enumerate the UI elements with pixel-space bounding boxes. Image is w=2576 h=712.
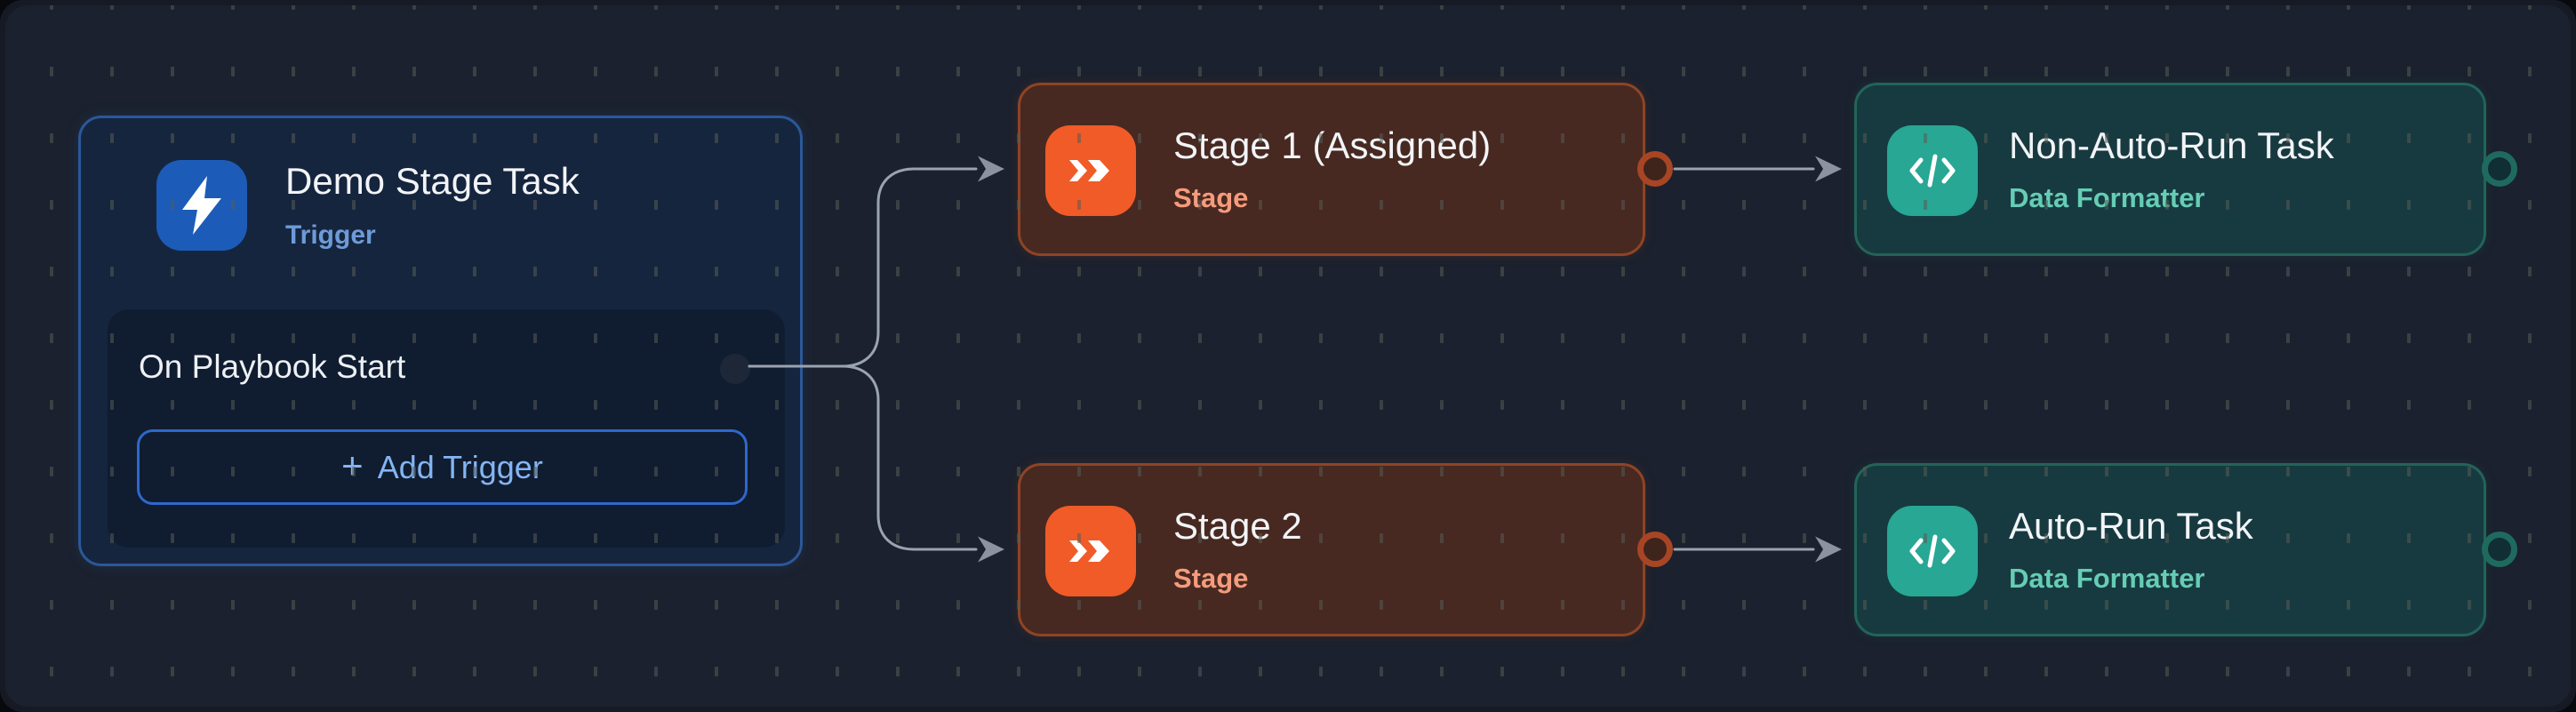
add-trigger-label: Add Trigger <box>377 448 543 485</box>
trigger-events-panel: On Playbook Start + Add Trigger <box>108 309 785 548</box>
task1-output-port[interactable] <box>2482 151 2517 187</box>
node-stage2[interactable]: Stage 2 Stage <box>1018 463 1645 636</box>
lightning-bolt-icon <box>156 160 247 251</box>
plus-icon: + <box>341 444 364 486</box>
stage1-output-port[interactable] <box>1637 151 1673 187</box>
code-icon <box>1887 125 1978 216</box>
node-title: Stage 1 (Assigned) <box>1173 124 1492 166</box>
node-task-non-auto-run[interactable]: Non-Auto-Run Task Data Formatter <box>1854 83 2486 256</box>
fast-forward-icon <box>1045 125 1136 216</box>
node-type-label: Data Formatter <box>2009 563 2205 594</box>
node-title: Demo Stage Task <box>285 160 580 202</box>
node-stage1[interactable]: Stage 1 (Assigned) Stage <box>1018 83 1645 256</box>
node-trigger[interactable]: Demo Stage Task Trigger On Playbook Star… <box>78 116 803 566</box>
add-trigger-button[interactable]: + Add Trigger <box>137 429 748 505</box>
trigger-event-label: On Playbook Start <box>139 348 406 385</box>
node-type-label: Data Formatter <box>2009 182 2205 213</box>
node-title: Auto-Run Task <box>2009 505 2253 547</box>
node-title: Non-Auto-Run Task <box>2009 124 2334 166</box>
node-task-auto-run[interactable]: Auto-Run Task Data Formatter <box>1854 463 2486 636</box>
node-type-label: Trigger <box>285 220 376 250</box>
node-type-label: Stage <box>1173 563 1249 594</box>
trigger-output-port[interactable] <box>720 354 750 384</box>
stage2-output-port[interactable] <box>1637 532 1673 567</box>
task2-output-port[interactable] <box>2482 532 2517 567</box>
fast-forward-icon <box>1045 506 1136 596</box>
node-title: Stage 2 <box>1173 505 1302 547</box>
node-type-label: Stage <box>1173 182 1249 213</box>
code-icon <box>1887 506 1978 596</box>
